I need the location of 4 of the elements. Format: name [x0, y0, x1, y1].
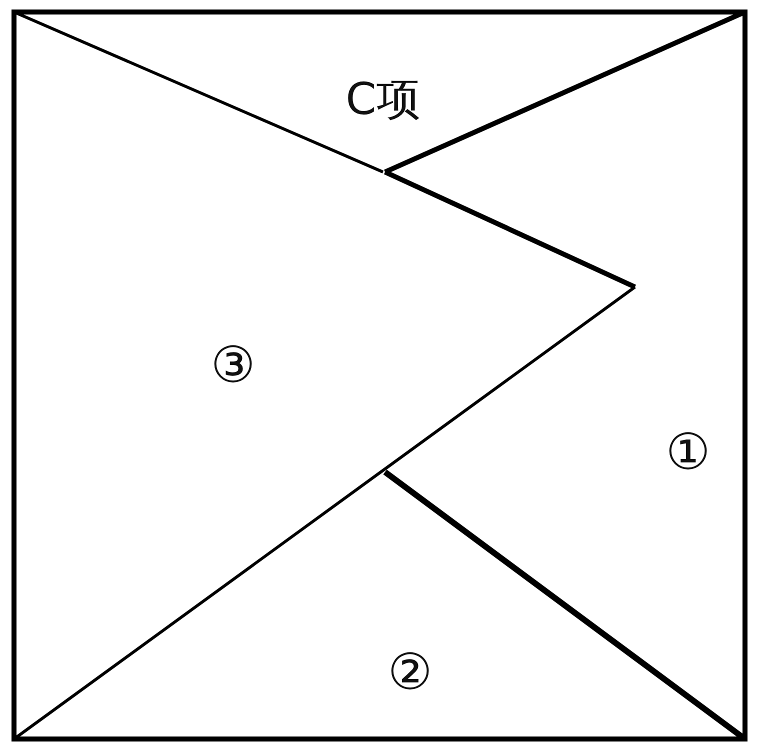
region-label: ③	[210, 340, 256, 390]
region-label: ①	[666, 427, 710, 477]
region-label: C项	[346, 78, 420, 122]
region-label: ②	[388, 647, 432, 697]
